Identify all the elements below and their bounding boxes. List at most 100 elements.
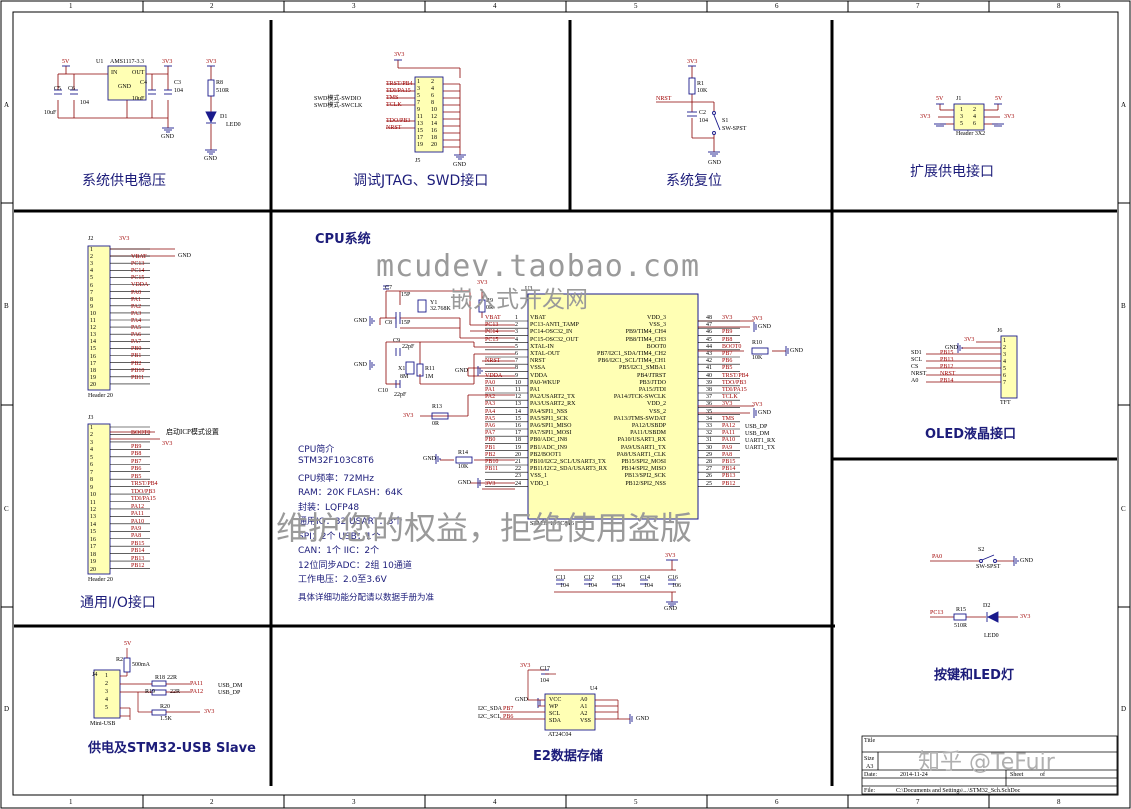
j5-pin: 17 <box>417 135 423 141</box>
cpu-left-net: PA7 <box>485 430 496 437</box>
j2-pin-number: 3 <box>90 261 93 268</box>
cpu-u3-ref: U3 <box>525 286 533 292</box>
cpu-left-pin-name: PA0-WKUP <box>530 379 560 386</box>
cpu-x1-val: 8M <box>400 374 409 380</box>
cpu-left-pin-name: PA7/SPI1_MOSI <box>530 430 572 437</box>
power-gnd-1: GND <box>161 134 174 140</box>
cpu-right-gnd-3: GND <box>758 410 771 416</box>
ruler-row-b: B <box>4 302 9 310</box>
power-c3-val: 104 <box>174 88 183 94</box>
eeprom-scl: I2C_SCL <box>478 714 502 720</box>
cpu-left-pin-name: PC13-ANTI_TAMP <box>530 322 579 329</box>
cpu-left-pin-name: VDDA <box>530 372 548 379</box>
debug-sig-tdo: TDO/PB3 <box>386 118 411 124</box>
oled-net-label: PB13 <box>940 357 954 363</box>
watermark-url: mcudev.taobao.com <box>376 249 701 284</box>
cpu-usb-dm: USB_DM <box>745 431 770 437</box>
j2-net-label: PA1 <box>131 296 142 303</box>
gpio-j3-3v3: 3V3 <box>162 441 173 447</box>
cpu-left-pin-number: 21 <box>515 459 521 465</box>
j3-pin-number: 11 <box>90 499 96 506</box>
cpu-left-net: PB10 <box>485 459 499 465</box>
j3-net-label: PB6 <box>131 466 142 473</box>
cpu-right-pin-name: PA11/USBDM <box>630 430 666 437</box>
usb-r2-val: 500mA <box>132 662 150 668</box>
j2-pin-number: 20 <box>90 381 96 388</box>
cpu-right-net: PB6 <box>722 358 733 365</box>
ext-pin-4: 4 <box>973 114 976 120</box>
cpu-r11-ref: R11 <box>425 366 435 372</box>
power-d1-val: LED0 <box>226 122 241 128</box>
oled-pin-number: 1 <box>1003 338 1006 344</box>
oled-pin-number: 2 <box>1003 345 1006 351</box>
power-c6-ref: C6 <box>68 86 76 92</box>
eeprom-gnd-right: GND <box>636 716 649 722</box>
cpu-left-net: PA4 <box>485 408 496 415</box>
eeprom-pb7: PB7 <box>503 706 514 712</box>
cpu-r10-val: 10K <box>752 355 763 361</box>
j2-pin-number: 17 <box>90 360 96 367</box>
cpu-r13-ref: R13 <box>432 404 443 410</box>
debug-gnd: GND <box>453 162 466 168</box>
cpu-decap-gnd: GND <box>664 606 677 612</box>
j2-pin-number: 9 <box>90 303 93 310</box>
eeprom-right-pin: VSS <box>580 718 592 724</box>
cpu-left-pin-name: PA4/SPI1_NSS <box>530 408 568 415</box>
cpu-right-pin-name: BOOT0 <box>646 343 666 350</box>
cpu-right-net: TDI/PA15 <box>722 387 747 393</box>
j2-net-label: VBAT <box>131 254 147 260</box>
cpu-right-pin-number: 26 <box>706 473 712 480</box>
j3-net-label: PB14 <box>131 548 145 555</box>
decap-ref: C11 <box>556 575 566 581</box>
j2-pin-number: 1 <box>90 247 93 253</box>
cpu-info-line: STM32F103C8T6 <box>298 456 375 466</box>
watermark-shop: 嵌入式开发网 <box>450 287 588 313</box>
cpu-right-pin-name: PB14/SPI2_MISO <box>621 466 666 473</box>
power-gnd-2: GND <box>204 156 217 162</box>
j3-net-label: PA10 <box>131 518 145 525</box>
j3-pin-number: 5 <box>90 454 93 461</box>
cpu-right-net: BOOT0 <box>722 343 742 350</box>
ext-part: Header 3X2 <box>956 131 986 137</box>
cpu-left-pin-number: 5 <box>515 343 518 350</box>
cpu-right-pin-number: 27 <box>706 466 712 473</box>
oled-pin-number: 4 <box>1003 359 1006 365</box>
gpio-j3-ref: J3 <box>88 415 94 421</box>
j2-pin-number: 10 <box>90 310 96 317</box>
eeprom-right-pin: A1 <box>580 704 588 710</box>
cpu-right-pin-number: 48 <box>706 315 712 321</box>
section-title-reset: 系统复位 <box>666 173 722 189</box>
cpu-uart-tx: UART1_TX <box>745 445 775 451</box>
oled-signal-label: CS <box>911 364 919 370</box>
j2-net-label: PB1 <box>131 353 142 360</box>
cpu-r9-val: 0R <box>486 305 494 311</box>
j5-pin: 16 <box>431 128 437 134</box>
cpu-left-pin-name: PA2/USART2_TX <box>530 394 576 401</box>
cpu-left-pin-number: 24 <box>515 480 521 487</box>
cpu-left-pin-name: NRST <box>530 358 546 365</box>
cpu-left-pin-name: PA1 <box>530 387 541 393</box>
cpu-gnd-4: GND <box>423 456 436 462</box>
ruler-col-6-bottom: 6 <box>775 798 779 806</box>
cpu-left-pin-number: 11 <box>515 387 521 393</box>
eeprom-u4-ref: U4 <box>590 686 598 692</box>
j3-net-label: TDI/PA15 <box>131 496 156 503</box>
section-title-gpio: 通用I/O接口 <box>80 595 156 611</box>
j5-pin: 5 <box>417 93 420 99</box>
cpu-left-net: VDDA <box>485 372 503 379</box>
cpu-left-pin-name: XTAL-OUT <box>530 351 560 357</box>
cpu-info-line: CPU频率：72MHz <box>298 473 375 484</box>
cpu-right-pin-name: PB6/I2C1_SCL/TIM4_CH1 <box>597 358 666 365</box>
cpu-right-pin-number: 47 <box>706 322 712 329</box>
cpu-c8-ref: C8 <box>385 320 393 326</box>
cpu-left-pin-number: 8 <box>515 365 518 372</box>
cpu-right-net: PA12 <box>722 423 736 429</box>
decap-value: 104 <box>588 583 597 589</box>
cpu-left-pin-name: PC15-OSC32_OUT <box>530 336 579 343</box>
cpu-c8-val: 15P <box>401 320 411 326</box>
ext-5v-right: 5V <box>995 96 1003 102</box>
usb-pin-number: 3 <box>105 689 108 695</box>
ruler-col-5: 5 <box>634 2 638 10</box>
ruler-row-d-right: D <box>1121 705 1127 713</box>
usb-pin-number: 2 <box>105 681 108 687</box>
